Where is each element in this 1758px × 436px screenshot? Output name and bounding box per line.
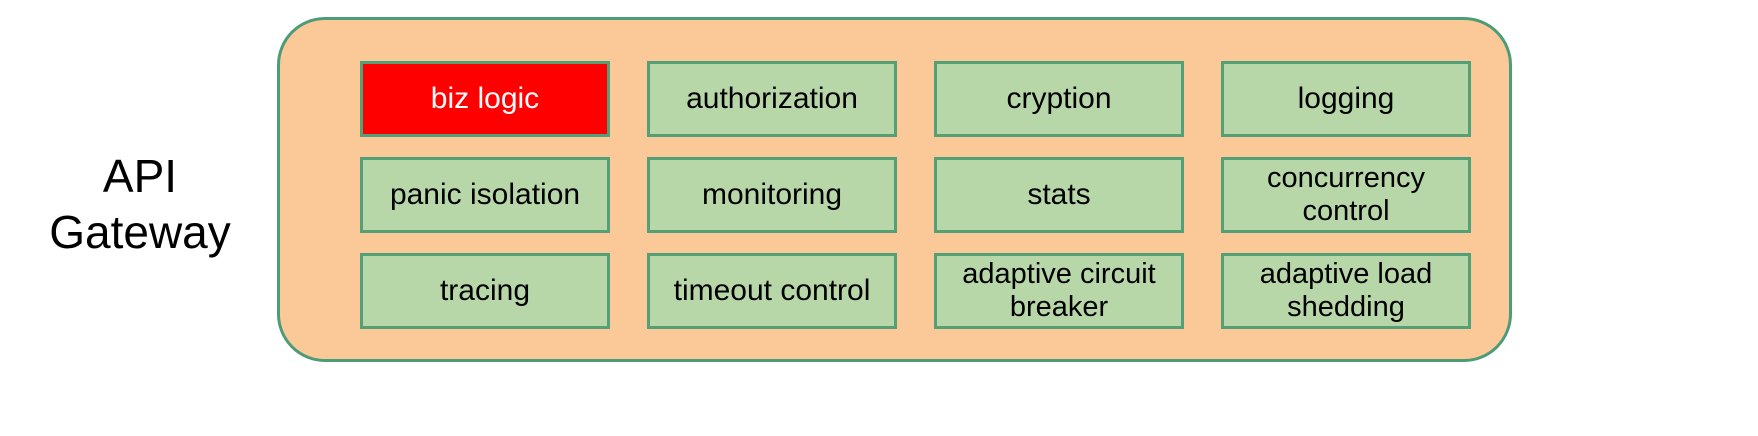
capability-box-cryption[interactable]: cryption xyxy=(934,61,1184,137)
capability-box-timeout-control[interactable]: timeout control xyxy=(647,253,897,329)
capability-box-monitoring[interactable]: monitoring xyxy=(647,157,897,233)
capability-box-panic-isolation[interactable]: panic isolation xyxy=(360,157,610,233)
gateway-container: biz logic authorization cryption logging… xyxy=(277,17,1512,362)
capability-box-tracing[interactable]: tracing xyxy=(360,253,610,329)
capability-box-authorization[interactable]: authorization xyxy=(647,61,897,137)
capability-box-biz-logic[interactable]: biz logic xyxy=(360,61,610,137)
gateway-label: API Gateway xyxy=(49,150,231,258)
capability-box-adaptive-circuit-breaker[interactable]: adaptive circuit breaker xyxy=(934,253,1184,329)
capability-grid: biz logic authorization cryption logging… xyxy=(360,61,1472,329)
capability-box-adaptive-load-shedding[interactable]: adaptive load shedding xyxy=(1221,253,1471,329)
capability-box-stats[interactable]: stats xyxy=(934,157,1184,233)
capability-box-logging[interactable]: logging xyxy=(1221,61,1471,137)
capability-box-concurrency-control[interactable]: concurrency control xyxy=(1221,157,1471,233)
